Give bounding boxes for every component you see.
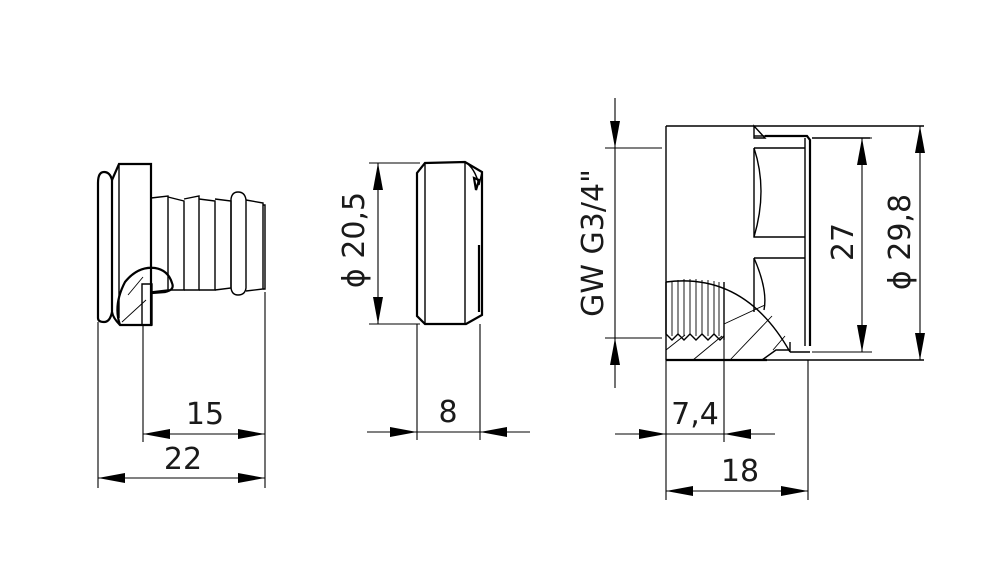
- dim-label-27: 27: [826, 223, 861, 261]
- dim-label-diameter-29-8: ϕ 29,8: [883, 194, 918, 290]
- dim-label-7-4: 7,4: [671, 397, 719, 432]
- dim-label-22: 22: [164, 442, 202, 477]
- thread-hatching: [665, 279, 725, 341]
- dim-label-15: 15: [186, 397, 224, 432]
- dim-label-18: 18: [721, 454, 759, 489]
- dim-label-diameter-20-5: ϕ 20,5: [337, 192, 372, 288]
- threaded-nut-view: [605, 98, 925, 500]
- cap-view: [367, 160, 530, 440]
- dim-label-thread-g3-4: GW G3/4": [576, 169, 611, 317]
- dim-label-8: 8: [438, 395, 457, 430]
- hose-barb-plug-view: [96, 162, 266, 488]
